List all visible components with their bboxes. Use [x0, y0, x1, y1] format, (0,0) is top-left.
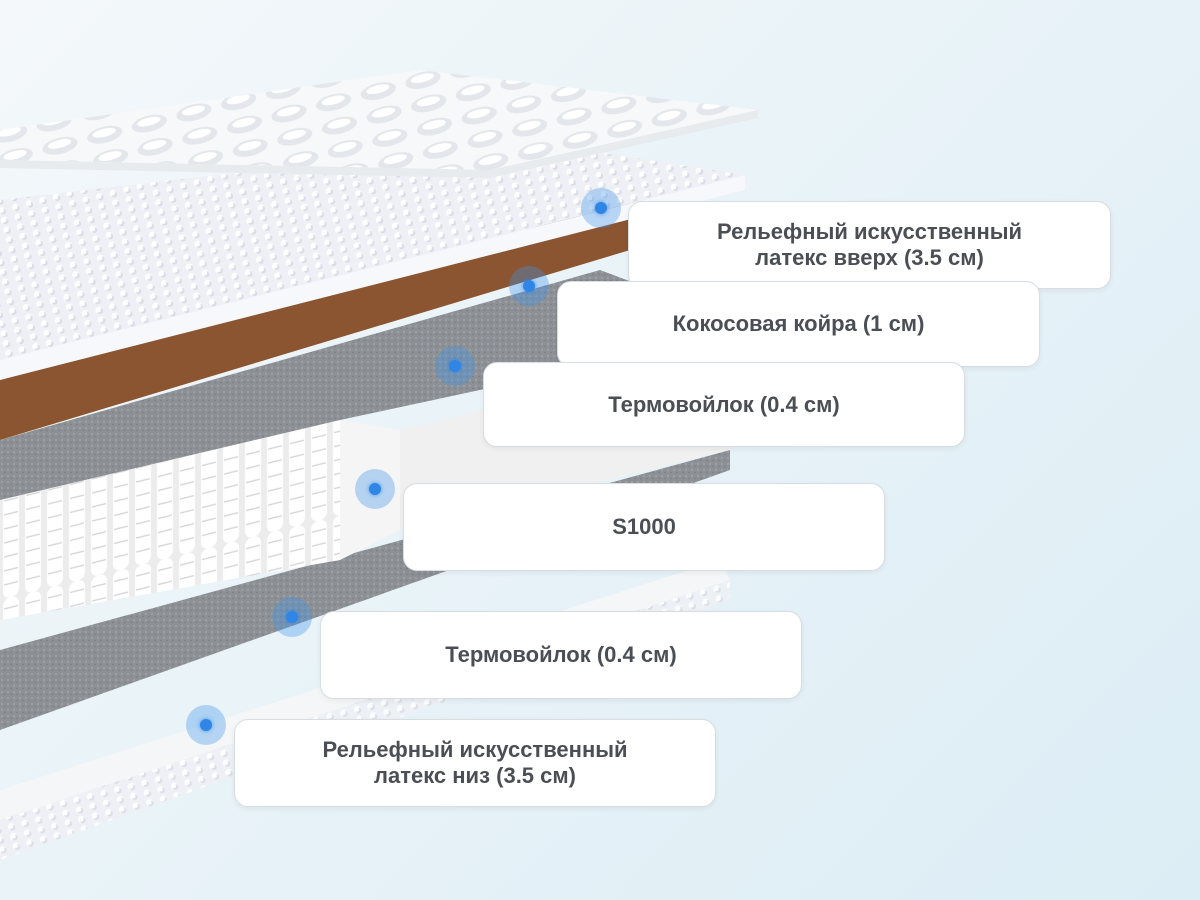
- label-felt-bottom: Термовойлок (0.4 см): [320, 611, 802, 699]
- marker-felt-top[interactable]: [435, 346, 475, 386]
- label-felt-bottom-text: Термовойлок (0.4 см): [445, 642, 677, 667]
- marker-felt-bottom[interactable]: [272, 597, 312, 637]
- quilted-cover: [0, 70, 758, 170]
- marker-coconut[interactable]: [509, 266, 549, 306]
- latex-top-layer: [0, 140, 745, 360]
- label-latex-bottom-text: Рельефный искусственный латекс низ (3.5 …: [322, 737, 628, 788]
- label-felt-top: Термовойлок (0.4 см): [483, 362, 965, 447]
- marker-latex-top[interactable]: [581, 188, 621, 228]
- marker-springs[interactable]: [355, 469, 395, 509]
- marker-latex-bottom[interactable]: [186, 705, 226, 745]
- label-coconut: Кокосовая койра (1 см): [557, 281, 1040, 367]
- label-latex-top-text: Рельефный искусственный латекс вверх (3.…: [716, 219, 1023, 270]
- coconut-layer: [0, 200, 630, 440]
- label-latex-bottom: Рельефный искусственный латекс низ (3.5 …: [234, 719, 716, 807]
- label-coconut-text: Кокосовая койра (1 см): [672, 311, 925, 336]
- spring-block: [0, 420, 340, 620]
- label-latex-top: Рельефный искусственный латекс вверх (3.…: [628, 201, 1111, 289]
- label-springs: S1000: [403, 483, 885, 571]
- label-springs-text: S1000: [612, 514, 676, 539]
- label-felt-top-text: Термовойлок (0.4 см): [608, 391, 840, 417]
